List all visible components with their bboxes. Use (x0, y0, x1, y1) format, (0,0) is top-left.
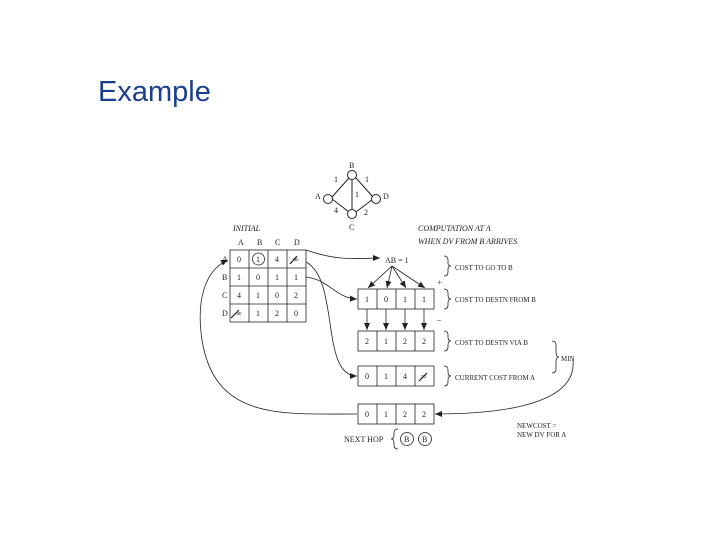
computation-title: COMPUTATION AT A (418, 224, 491, 233)
cell-d-a: ∞ (236, 309, 242, 318)
braces (390, 255, 560, 450)
arrows (199, 249, 574, 417)
newcost-3: 2 (422, 410, 426, 419)
arrow-newcost-to-table (199, 259, 358, 415)
dv-b-1: 0 (384, 295, 388, 304)
slide-title: Example (98, 76, 211, 108)
edge-c-d (355, 198, 374, 213)
next-hop-label: NEXT HOP (344, 435, 384, 444)
edge-cost-a-b: 1 (334, 175, 338, 184)
col-header-c: C (275, 238, 280, 247)
small-arrow-icons (230, 255, 428, 382)
initial-table-grid (229, 249, 307, 323)
edge-a-c (331, 198, 350, 213)
arrow-icon (418, 372, 428, 382)
via-b-label: COST TO DESTN VIA B (455, 339, 528, 347)
arrow-min-to-newcost (434, 359, 574, 417)
min-label: MIN (561, 355, 575, 363)
new-dv-label: NEW DV FOR A (517, 431, 566, 439)
col-header-b: B (257, 238, 262, 247)
dv-b-3: 1 (422, 295, 426, 304)
node-d (371, 194, 381, 204)
edge-b-d (355, 177, 374, 198)
edge-cost-a-c: 4 (334, 206, 338, 215)
current-2: 4 (403, 372, 407, 381)
cell-a-a: 0 (237, 255, 241, 264)
node-c (347, 209, 357, 219)
initial-label: INITIAL (232, 224, 261, 233)
cell-d-b: 1 (256, 309, 260, 318)
cell-b-d: 1 (294, 273, 298, 282)
via-b-2: 2 (403, 337, 407, 346)
cell-b-a: 1 (237, 273, 241, 282)
cell-c-c: 0 (275, 291, 279, 300)
cell-c-b: 1 (256, 291, 260, 300)
node-label-b: B (349, 161, 354, 170)
node-a (323, 194, 333, 204)
edge-cost-c-d: 2 (364, 208, 368, 217)
computation-subtitle: WHEN DV FROM B ARRIVES (418, 237, 517, 246)
row-header-b: B (222, 273, 227, 282)
cell-a-b: 1 (256, 255, 260, 264)
arrow-table-to-ab (305, 249, 381, 262)
node-label-d: D (383, 192, 389, 201)
cell-a-c: 4 (275, 255, 279, 264)
arrow-table-to-current (305, 261, 358, 379)
newcost-label: NEWCOST = (517, 422, 556, 430)
newcost-2: 2 (403, 410, 407, 419)
cell-b-c: 1 (275, 273, 279, 282)
cell-c-a: 4 (237, 291, 241, 300)
cell-d-d: 0 (294, 309, 298, 318)
cost-to-b-label: COST TO GO TO B (455, 264, 513, 272)
col-header-d: D (294, 238, 300, 247)
cell-a-d: ∞ (293, 255, 299, 264)
edge-a-b (331, 177, 350, 198)
dv-b-2: 1 (403, 295, 407, 304)
current-cost-label: CURRENT COST FROM A (455, 374, 535, 382)
col-header-a: A (238, 238, 244, 247)
row-header-c: C (222, 291, 227, 300)
newcost-0: 0 (365, 410, 369, 419)
dv-from-b-label: COST TO DESTN FROM B (455, 296, 536, 304)
edge-cost-b-c: 1 (355, 190, 359, 199)
via-b-3: 2 (422, 337, 426, 346)
network-graph (323, 170, 381, 219)
cell-c-d: 2 (294, 291, 298, 300)
node-label-a: A (315, 192, 321, 201)
via-b-0: 2 (365, 337, 369, 346)
node-label-c: C (349, 223, 354, 232)
row-header-a: A (222, 255, 228, 264)
edge-cost-b-d: 1 (365, 175, 369, 184)
dv-b-0: 1 (365, 295, 369, 304)
plus-sign: + (437, 278, 442, 287)
current-1: 1 (384, 372, 388, 381)
row-header-d: D (222, 309, 228, 318)
next-hop-d: B (422, 435, 427, 444)
ab-label: AB = 1 (385, 256, 409, 265)
next-hop-c: B (404, 435, 409, 444)
current-0: 0 (365, 372, 369, 381)
node-b (347, 170, 357, 180)
arrow-table-to-dvb (305, 276, 358, 302)
arrow-icon (289, 255, 298, 265)
via-b-1: 1 (384, 337, 388, 346)
computation-boxes (357, 288, 435, 446)
cell-b-b: 0 (256, 273, 260, 282)
arrow-icon (230, 309, 240, 319)
cell-d-c: 2 (275, 309, 279, 318)
newcost-1: 1 (384, 410, 388, 419)
minus-sign: – (436, 315, 442, 324)
